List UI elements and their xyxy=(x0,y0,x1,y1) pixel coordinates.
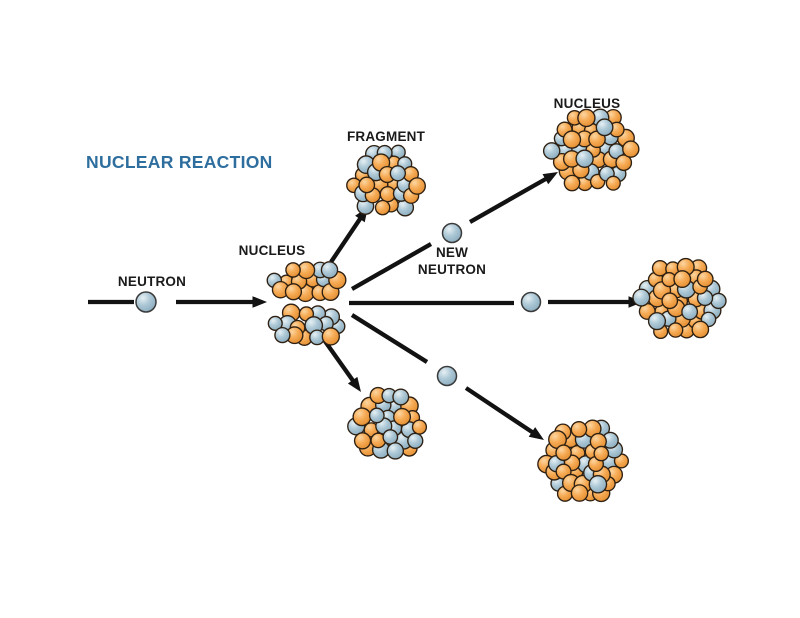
neutron-ball xyxy=(389,165,406,182)
proton-ball xyxy=(622,140,640,158)
arrow-upright-seg1 xyxy=(350,242,433,291)
arrow-to-fragment-bottom xyxy=(320,335,361,392)
neutron-ball xyxy=(632,288,651,307)
arrow-upright-seg2 xyxy=(468,172,558,224)
proton-ball xyxy=(667,322,684,338)
incoming-arrow xyxy=(176,296,267,308)
proton-ball xyxy=(352,407,372,427)
proton-ball xyxy=(374,199,391,216)
arrows-layer xyxy=(88,172,643,440)
cluster-nucleus-bottom-right xyxy=(537,419,629,503)
label-fragment: FRAGMENT xyxy=(347,129,426,144)
new-neutron-middle xyxy=(520,291,542,313)
proton-ball xyxy=(615,154,633,172)
new-neutron-lower xyxy=(436,365,458,387)
neutron-ball xyxy=(542,142,561,160)
neutrons-layer xyxy=(135,222,542,387)
neutron-ball xyxy=(681,303,699,321)
proton-ball xyxy=(673,270,692,289)
proton-ball xyxy=(285,262,301,278)
proton-ball xyxy=(321,327,340,346)
neutron-ball xyxy=(710,292,727,310)
neutron-ball xyxy=(267,315,283,331)
cluster-central-nucleus-top-half xyxy=(266,261,347,303)
proton-ball xyxy=(593,445,610,462)
neutron-ball xyxy=(392,388,410,406)
proton-ball xyxy=(562,130,582,149)
proton-ball xyxy=(411,419,428,435)
new-neutron-upper xyxy=(441,222,463,244)
neutron-ball xyxy=(647,312,667,331)
proton-ball xyxy=(577,108,596,128)
diagram-title: NUCLEAR REACTION xyxy=(86,152,273,172)
label-nucleus-center: NUCLEUS xyxy=(239,243,306,258)
label-new-neutron-line1: NEW xyxy=(436,245,468,260)
neutron-ball xyxy=(368,407,385,424)
arrow-downright-seg1 xyxy=(350,313,429,364)
cluster-nucleus-top-right xyxy=(542,108,640,192)
arrow-downright-seg2 xyxy=(464,386,544,440)
label-neutron: NEUTRON xyxy=(118,274,186,289)
neutron-ball xyxy=(382,429,399,445)
neutron-ball xyxy=(274,326,291,344)
arrow-to-fragment-top xyxy=(329,207,368,264)
neutron-ball xyxy=(595,118,614,137)
arrow-right-seg2 xyxy=(548,296,643,308)
proton-ball xyxy=(661,292,679,310)
label-nucleus-top-right: NUCLEUS xyxy=(554,96,621,111)
proton-ball xyxy=(605,175,621,191)
proton-ball xyxy=(408,177,426,195)
incoming-neutron xyxy=(135,291,157,313)
neutron-ball xyxy=(320,261,339,279)
neutron-ball xyxy=(386,442,405,460)
label-new-neutron-line2: NEUTRON xyxy=(418,262,486,277)
cluster-fragment-bottom xyxy=(347,386,428,460)
proton-ball xyxy=(353,432,372,450)
neutron-ball xyxy=(588,474,608,494)
cluster-nucleus-middle-right xyxy=(632,257,727,340)
proton-ball xyxy=(570,484,589,502)
neutron-ball xyxy=(407,432,424,449)
proton-ball xyxy=(555,444,572,461)
proton-ball xyxy=(563,174,581,192)
proton-ball xyxy=(570,420,588,438)
neutron-ball xyxy=(575,149,594,168)
cluster-fragment-top xyxy=(346,144,426,217)
proton-ball xyxy=(691,320,710,339)
proton-ball xyxy=(696,270,714,288)
proton-ball xyxy=(393,407,412,426)
cluster-central-nucleus-bottom-half xyxy=(267,303,346,346)
proton-ball xyxy=(284,283,303,301)
proton-ball xyxy=(358,176,376,194)
clusters-layer xyxy=(266,108,727,503)
